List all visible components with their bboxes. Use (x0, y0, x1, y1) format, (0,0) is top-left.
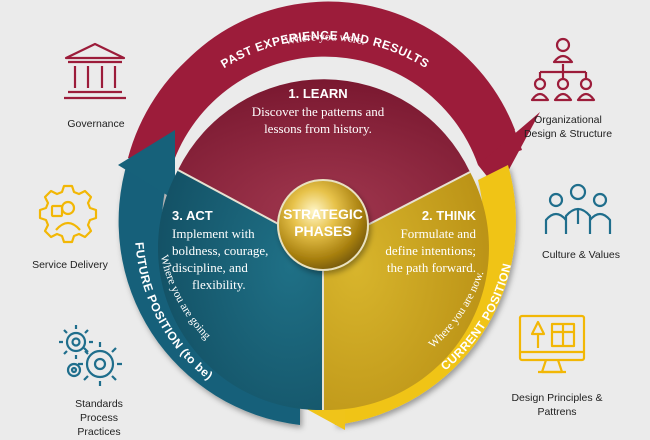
culture-label: Culture & Values (541, 249, 620, 261)
design-principles-line2: Pattrens (537, 406, 577, 419)
design-principles-line1: Design Principles & (511, 392, 603, 404)
design-principles-label: Design Principles & Pattrens (498, 391, 616, 419)
center-line2: PHASES (294, 223, 352, 239)
standards-line2: Process (80, 412, 118, 425)
think-line2: define intentions; (385, 243, 476, 258)
people-group-icon (544, 183, 612, 234)
learn-title: 1. LEARN (288, 86, 347, 101)
center-line1: STRATEGIC (283, 206, 363, 222)
org-design-line1: Organizational (534, 114, 602, 126)
service-delivery-label: Service Delivery (32, 259, 108, 271)
gears-icon (59, 325, 122, 386)
act-title: 3. ACT (172, 208, 213, 223)
ring-top-subtitle: Where you were. (284, 31, 366, 48)
org-design-label: Organizational Design & Structure (512, 113, 624, 141)
standards-line1: Standards (75, 398, 123, 410)
center-orb (277, 179, 369, 271)
org-chart-icon (530, 37, 596, 102)
think-line3: the path forward. (387, 260, 476, 275)
standards-label: Standards Process Practices (64, 397, 134, 440)
segment-learn (178, 79, 470, 249)
think-title: 2. THINK (422, 208, 477, 223)
think-line1: Formulate and (401, 226, 477, 241)
standards-line3: Practices (77, 426, 121, 439)
act-line1: Implement with (172, 226, 255, 241)
org-design-line2: Design & Structure (523, 128, 613, 141)
governance-label: Governance (67, 118, 125, 130)
learn-line1: Discover the patterns and (252, 104, 385, 119)
learn-line2: lessons from history. (264, 121, 372, 136)
act-line3: discipline, and (172, 260, 248, 275)
design-tools-icon (518, 314, 586, 374)
gear-person-icon (38, 184, 98, 244)
act-line4: flexibility. (192, 277, 246, 292)
government-building-icon (64, 42, 126, 100)
act-line2: boldness, courage, (172, 243, 268, 258)
